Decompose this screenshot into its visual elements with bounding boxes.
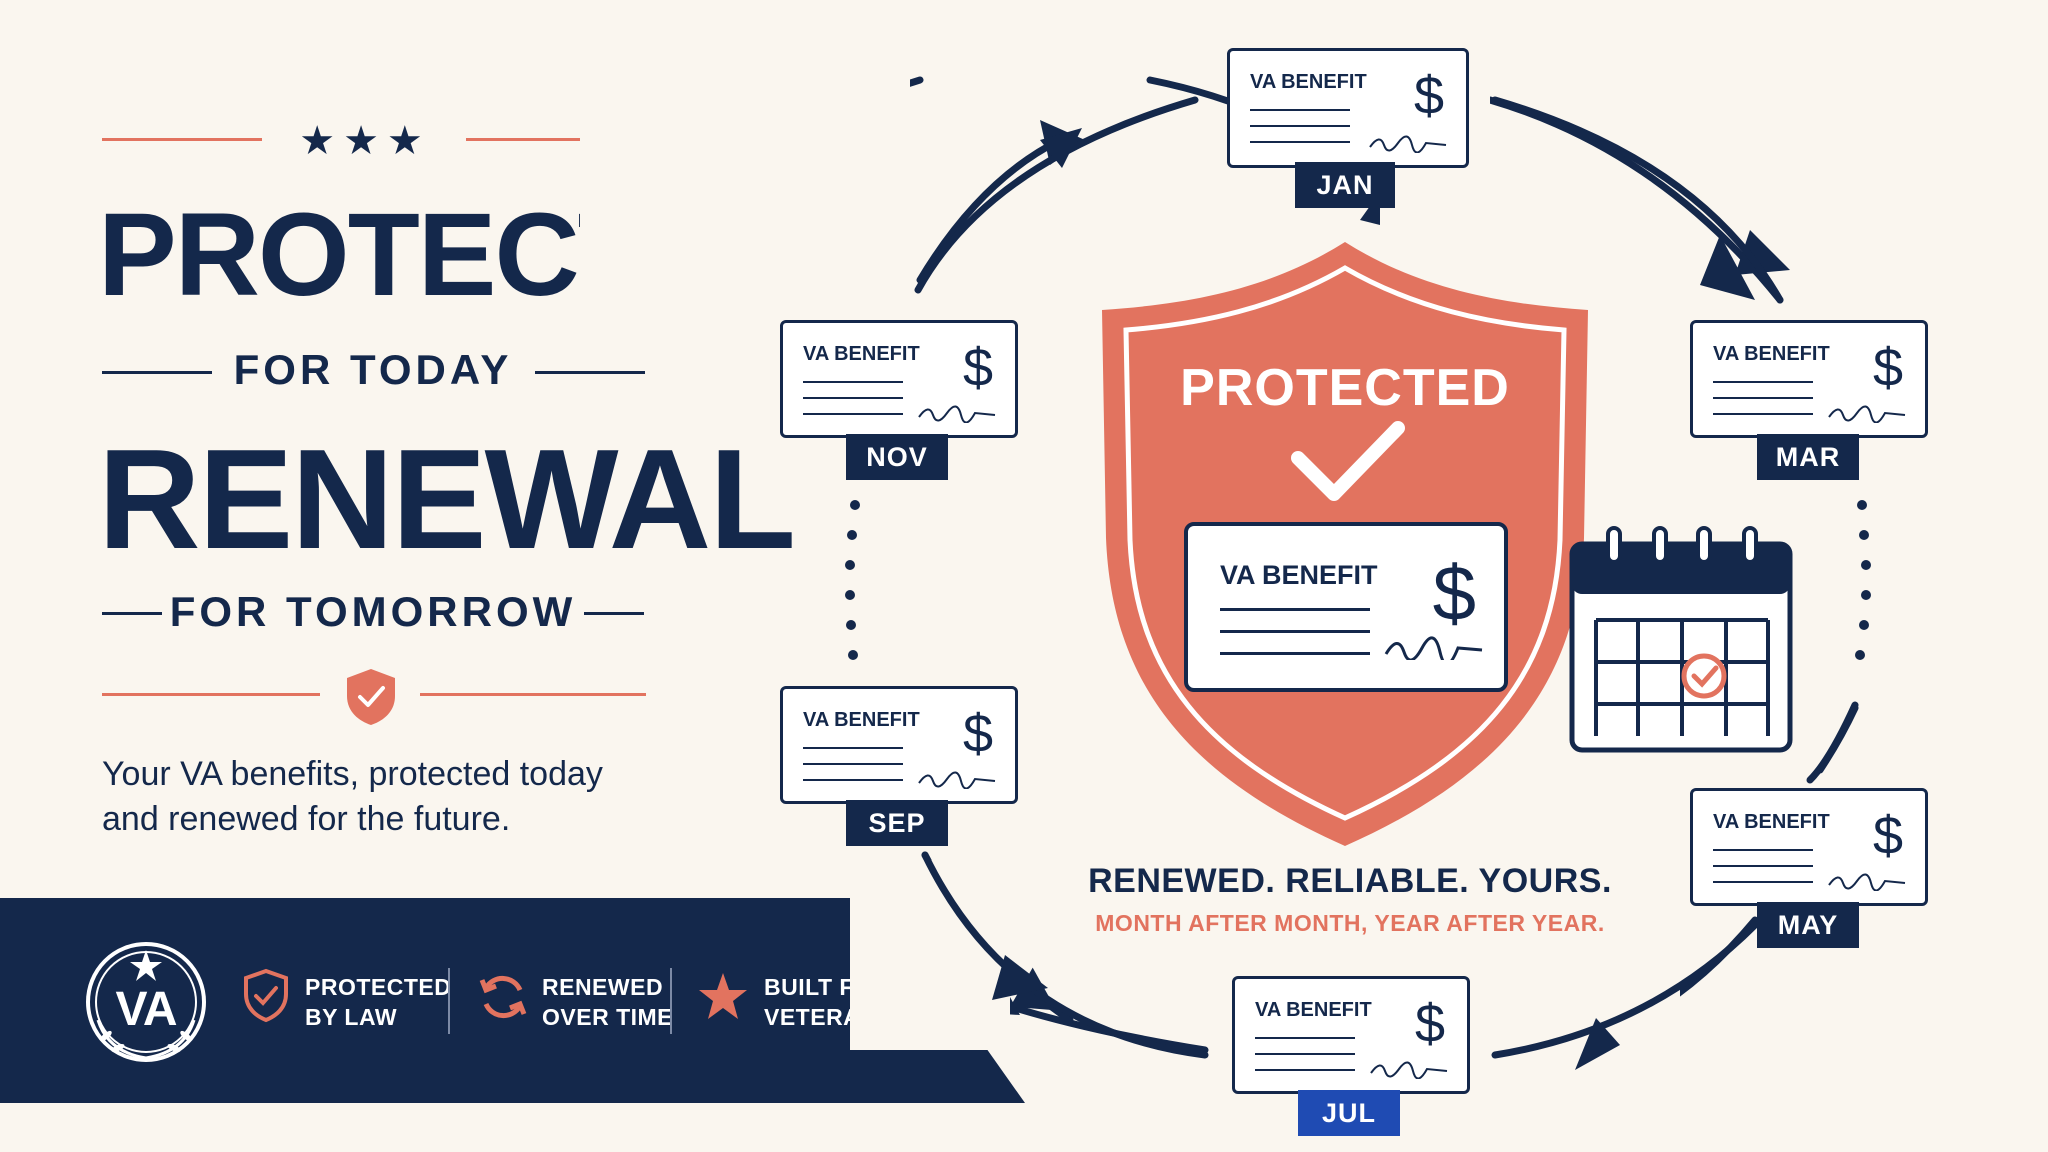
- check-line: [1255, 1069, 1355, 1071]
- check-line: [1220, 630, 1370, 633]
- month-nov: NOV: [846, 434, 948, 480]
- month-sep: SEP: [846, 800, 948, 846]
- check-line: [1713, 865, 1813, 867]
- renew-arrows-icon: [479, 975, 527, 1019]
- check-line: [1713, 413, 1813, 415]
- check-label: VA BENEFIT: [1255, 999, 1372, 1021]
- va-seal: [86, 942, 206, 1062]
- check-label: VA BENEFIT: [803, 709, 920, 731]
- feature-renewed: RENEWED OVER TIME: [542, 972, 673, 1032]
- rule-left-2: [102, 612, 162, 615]
- check-line: [1220, 652, 1370, 655]
- check-line: [803, 381, 903, 383]
- small-shield-icon: [347, 669, 395, 725]
- rule-right-3: [420, 693, 646, 696]
- main-benefit-check: VA BENEFIT $: [1184, 522, 1508, 692]
- dollar-icon: $: [962, 704, 993, 764]
- check-line: [1713, 849, 1813, 851]
- signature-icon: [1369, 135, 1447, 153]
- check-line: [1713, 881, 1813, 883]
- feature-renewed-line1: RENEWED: [542, 974, 664, 1000]
- main-check-label: VA BENEFIT: [1220, 560, 1378, 590]
- main-dollar-icon: $: [1432, 549, 1476, 637]
- bg-mask-4: [850, 860, 1010, 1050]
- calendar-icon: [1569, 526, 1793, 753]
- check-line: [1713, 381, 1813, 383]
- tagline: Your VA benefits, protected today and re…: [102, 752, 662, 842]
- rule-left-3: [102, 693, 320, 696]
- month-mar: MAR: [1757, 434, 1859, 480]
- bg-mask-1: [580, 60, 910, 340]
- check-line: [803, 413, 903, 415]
- feature-renewed-line2: OVER TIME: [542, 1004, 674, 1030]
- feature-protected: PROTECTED BY LAW: [305, 972, 451, 1032]
- check-label: VA BENEFIT: [1250, 71, 1367, 93]
- month-jul: JUL: [1298, 1090, 1400, 1136]
- shield-check-icon: [244, 968, 288, 1023]
- feature-protected-line2: BY LAW: [305, 1004, 398, 1030]
- banner-divider-2: [670, 968, 672, 1034]
- check-line: [1255, 1037, 1355, 1039]
- check-sep: VA BENEFIT $: [780, 686, 1018, 804]
- rule-right-2: [584, 612, 644, 615]
- check-line: [1250, 109, 1350, 111]
- signature-icon: [1384, 636, 1483, 660]
- rule-right-1: [535, 371, 645, 374]
- check-label: VA BENEFIT: [1713, 811, 1830, 833]
- subtitle-for-today: FOR TODAY: [233, 346, 513, 393]
- check-jan: VA BENEFIT $: [1227, 48, 1469, 168]
- check-line: [1250, 141, 1350, 143]
- rule-left-1: [102, 371, 212, 374]
- month-jan: JAN: [1295, 162, 1395, 208]
- signature-icon: [1828, 873, 1906, 891]
- dollar-icon: $: [962, 338, 993, 398]
- check-label: VA BENEFIT: [1713, 343, 1830, 365]
- check-nov: VA BENEFIT $: [780, 320, 1018, 438]
- check-line: [803, 779, 903, 781]
- check-line: [1220, 608, 1370, 611]
- signature-icon: [918, 405, 996, 423]
- check-line: [1250, 125, 1350, 127]
- tagline-line-2: and renewed for the future.: [102, 800, 511, 838]
- month-may: MAY: [1757, 902, 1859, 948]
- top-rule-right: [466, 138, 644, 141]
- signature-icon: [1370, 1061, 1448, 1079]
- check-line: [803, 763, 903, 765]
- slogan: RENEWED. RELIABLE. YOURS.: [1088, 862, 1612, 900]
- stars-icon: ★★★: [299, 119, 431, 163]
- signature-icon: [1828, 405, 1906, 423]
- check-jul: VA BENEFIT $: [1232, 976, 1470, 1094]
- dollar-icon: $: [1872, 806, 1903, 866]
- check-may: VA BENEFIT $: [1690, 788, 1928, 906]
- check-line: [1255, 1053, 1355, 1055]
- check-label: VA BENEFIT: [803, 343, 920, 365]
- check-mar: VA BENEFIT $: [1690, 320, 1928, 438]
- dollar-icon: $: [1413, 66, 1444, 126]
- shield-title: PROTECTED: [1180, 359, 1510, 417]
- dollar-icon: $: [1414, 994, 1445, 1054]
- slogan-sub: MONTH AFTER MONTH, YEAR AFTER YEAR.: [1095, 910, 1605, 936]
- dollar-icon: $: [1872, 338, 1903, 398]
- star-icon: [699, 973, 747, 1019]
- signature-icon: [918, 771, 996, 789]
- subtitle-for-tomorrow: FOR TOMORROW: [169, 588, 577, 635]
- check-line: [1713, 397, 1813, 399]
- va-logo-text: VA: [115, 983, 177, 1036]
- feature-protected-line1: PROTECTED: [305, 974, 452, 1000]
- top-rule-left: [102, 138, 262, 141]
- check-line: [803, 397, 903, 399]
- check-line: [803, 747, 903, 749]
- banner-divider-1: [448, 968, 450, 1034]
- tagline-line-1: Your VA benefits, protected today: [102, 755, 603, 793]
